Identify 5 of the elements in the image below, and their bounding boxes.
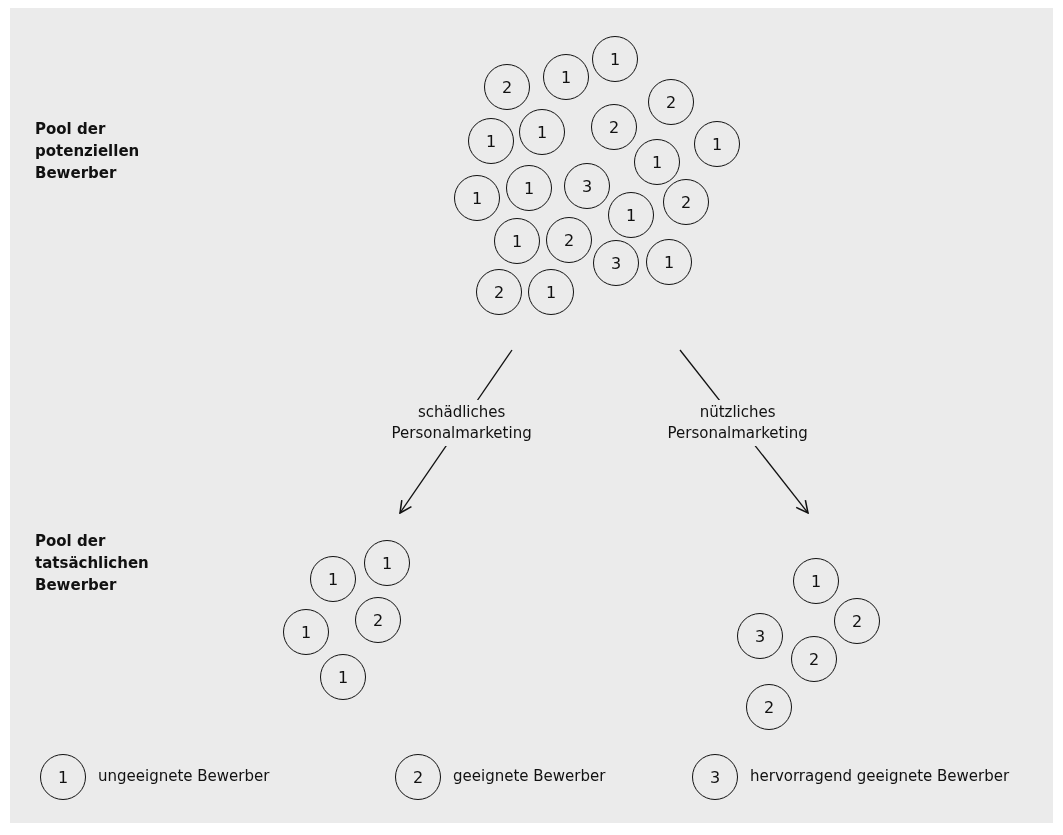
pool-heading: Pool der potenziellen Bewerber bbox=[35, 119, 141, 184]
circle-caption: ungeeignete Bewerber bbox=[98, 767, 270, 785]
circle-caption: geeignete Bewerber bbox=[453, 767, 606, 785]
pool-heading: Pool der tatsächlichen Bewerber bbox=[35, 531, 150, 596]
circle-caption: hervorragend geeignete Bewerber bbox=[750, 767, 1010, 785]
